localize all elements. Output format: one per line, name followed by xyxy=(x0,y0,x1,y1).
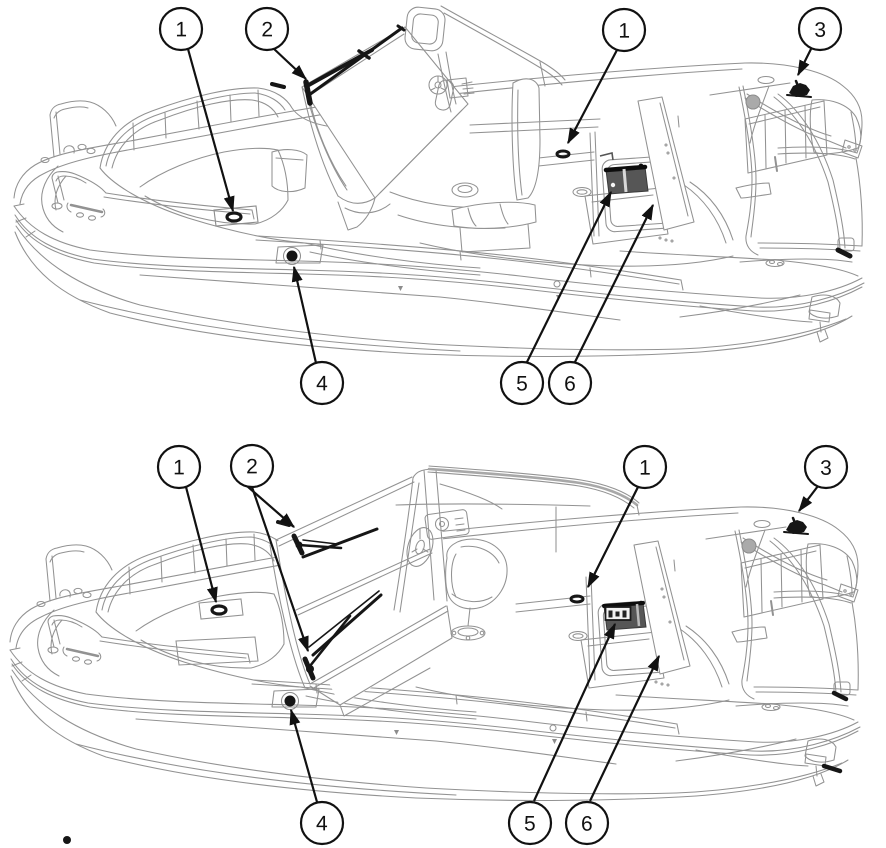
svg-text:1: 1 xyxy=(175,18,187,41)
svg-text:2: 2 xyxy=(261,18,273,41)
svg-text:1: 1 xyxy=(618,20,630,43)
svg-text:3: 3 xyxy=(814,19,826,42)
svg-text:6: 6 xyxy=(564,373,576,396)
svg-text:3: 3 xyxy=(820,457,832,480)
svg-text:4: 4 xyxy=(316,372,328,395)
svg-text:5: 5 xyxy=(516,373,528,396)
svg-text:5: 5 xyxy=(524,813,536,836)
svg-text:6: 6 xyxy=(581,813,593,836)
svg-text:4: 4 xyxy=(316,812,328,835)
svg-text:1: 1 xyxy=(639,457,651,480)
svg-text:1: 1 xyxy=(173,456,185,479)
svg-text:2: 2 xyxy=(246,455,258,478)
